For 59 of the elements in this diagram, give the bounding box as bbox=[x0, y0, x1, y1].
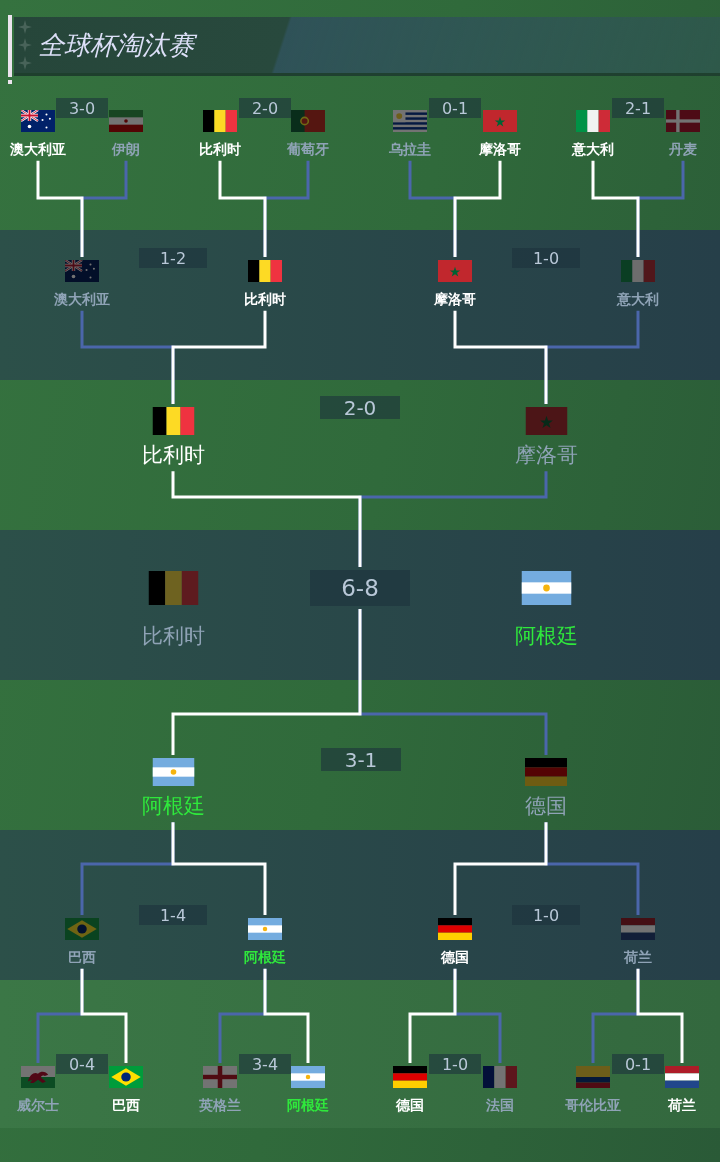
bracket-line bbox=[591, 160, 640, 257]
team-name: 比利时 bbox=[141, 443, 205, 469]
bracket-line bbox=[453, 822, 548, 915]
bracket-line bbox=[408, 968, 457, 1063]
team-name: 巴西 bbox=[68, 949, 96, 966]
team-name: 乌拉圭 bbox=[389, 141, 431, 158]
team-name: 英格兰 bbox=[199, 1097, 241, 1114]
team-name: 阿根廷 bbox=[244, 949, 286, 966]
team-name: 哥伦比亚 bbox=[565, 1097, 621, 1114]
bracket-line bbox=[36, 160, 84, 257]
team-name: 比利时 bbox=[199, 141, 241, 158]
team-name: 澳大利亚 bbox=[54, 291, 110, 308]
team-name: 阿根廷 bbox=[287, 1097, 329, 1114]
match-score: 1-0 bbox=[429, 1054, 481, 1074]
bracket-line bbox=[171, 471, 362, 567]
team-name: 法国 bbox=[486, 1097, 514, 1114]
match-score: 3-4 bbox=[239, 1054, 291, 1074]
team-name: 比利时 bbox=[141, 624, 205, 650]
team-name: 德国 bbox=[441, 949, 469, 966]
team-name: 意大利 bbox=[572, 141, 614, 158]
match-score: 2-1 bbox=[612, 98, 664, 118]
team-name: 巴西 bbox=[112, 1097, 140, 1114]
bracket-line bbox=[636, 968, 684, 1063]
team-name: 阿根廷 bbox=[514, 624, 578, 650]
bracket-line bbox=[171, 822, 267, 915]
team-name: 德国 bbox=[525, 794, 567, 820]
team-name: 摩洛哥 bbox=[514, 443, 578, 469]
match-score: 3-0 bbox=[56, 98, 108, 118]
team-name: 比利时 bbox=[244, 291, 286, 308]
team-name: 葡萄牙 bbox=[287, 141, 329, 158]
match-score: 1-4 bbox=[139, 905, 207, 925]
match-score: 1-2 bbox=[139, 248, 207, 268]
match-score: 2-0 bbox=[320, 396, 400, 419]
team-name: 伊朗 bbox=[112, 141, 140, 158]
bracket-line bbox=[171, 310, 267, 404]
match-score: 0-1 bbox=[612, 1054, 664, 1074]
match-score: 3-1 bbox=[321, 748, 401, 771]
team-name: 丹麦 bbox=[669, 141, 697, 158]
team-name: 德国 bbox=[396, 1097, 424, 1114]
team-name: 威尔士 bbox=[17, 1097, 59, 1114]
team-name: 意大利 bbox=[617, 291, 659, 308]
bracket-line bbox=[263, 968, 310, 1063]
team-name: 阿根廷 bbox=[141, 794, 205, 820]
bracket-line bbox=[453, 160, 502, 257]
bracket-line bbox=[171, 609, 362, 755]
match-score: 1-0 bbox=[512, 248, 580, 268]
bracket-line bbox=[218, 160, 267, 257]
team-name: 澳大利亚 bbox=[10, 141, 66, 158]
match-score: 0-4 bbox=[56, 1054, 108, 1074]
bracket-line bbox=[80, 968, 128, 1063]
match-score: 2-0 bbox=[239, 98, 291, 118]
team-name: 荷兰 bbox=[668, 1097, 696, 1114]
team-name: 摩洛哥 bbox=[479, 141, 521, 158]
team-name: 荷兰 bbox=[624, 949, 652, 966]
match-score: 1-0 bbox=[512, 905, 580, 925]
bracket-line bbox=[453, 310, 548, 404]
team-name: 摩洛哥 bbox=[434, 291, 476, 308]
match-score: 6-8 bbox=[310, 570, 410, 606]
match-score: 0-1 bbox=[429, 98, 481, 118]
